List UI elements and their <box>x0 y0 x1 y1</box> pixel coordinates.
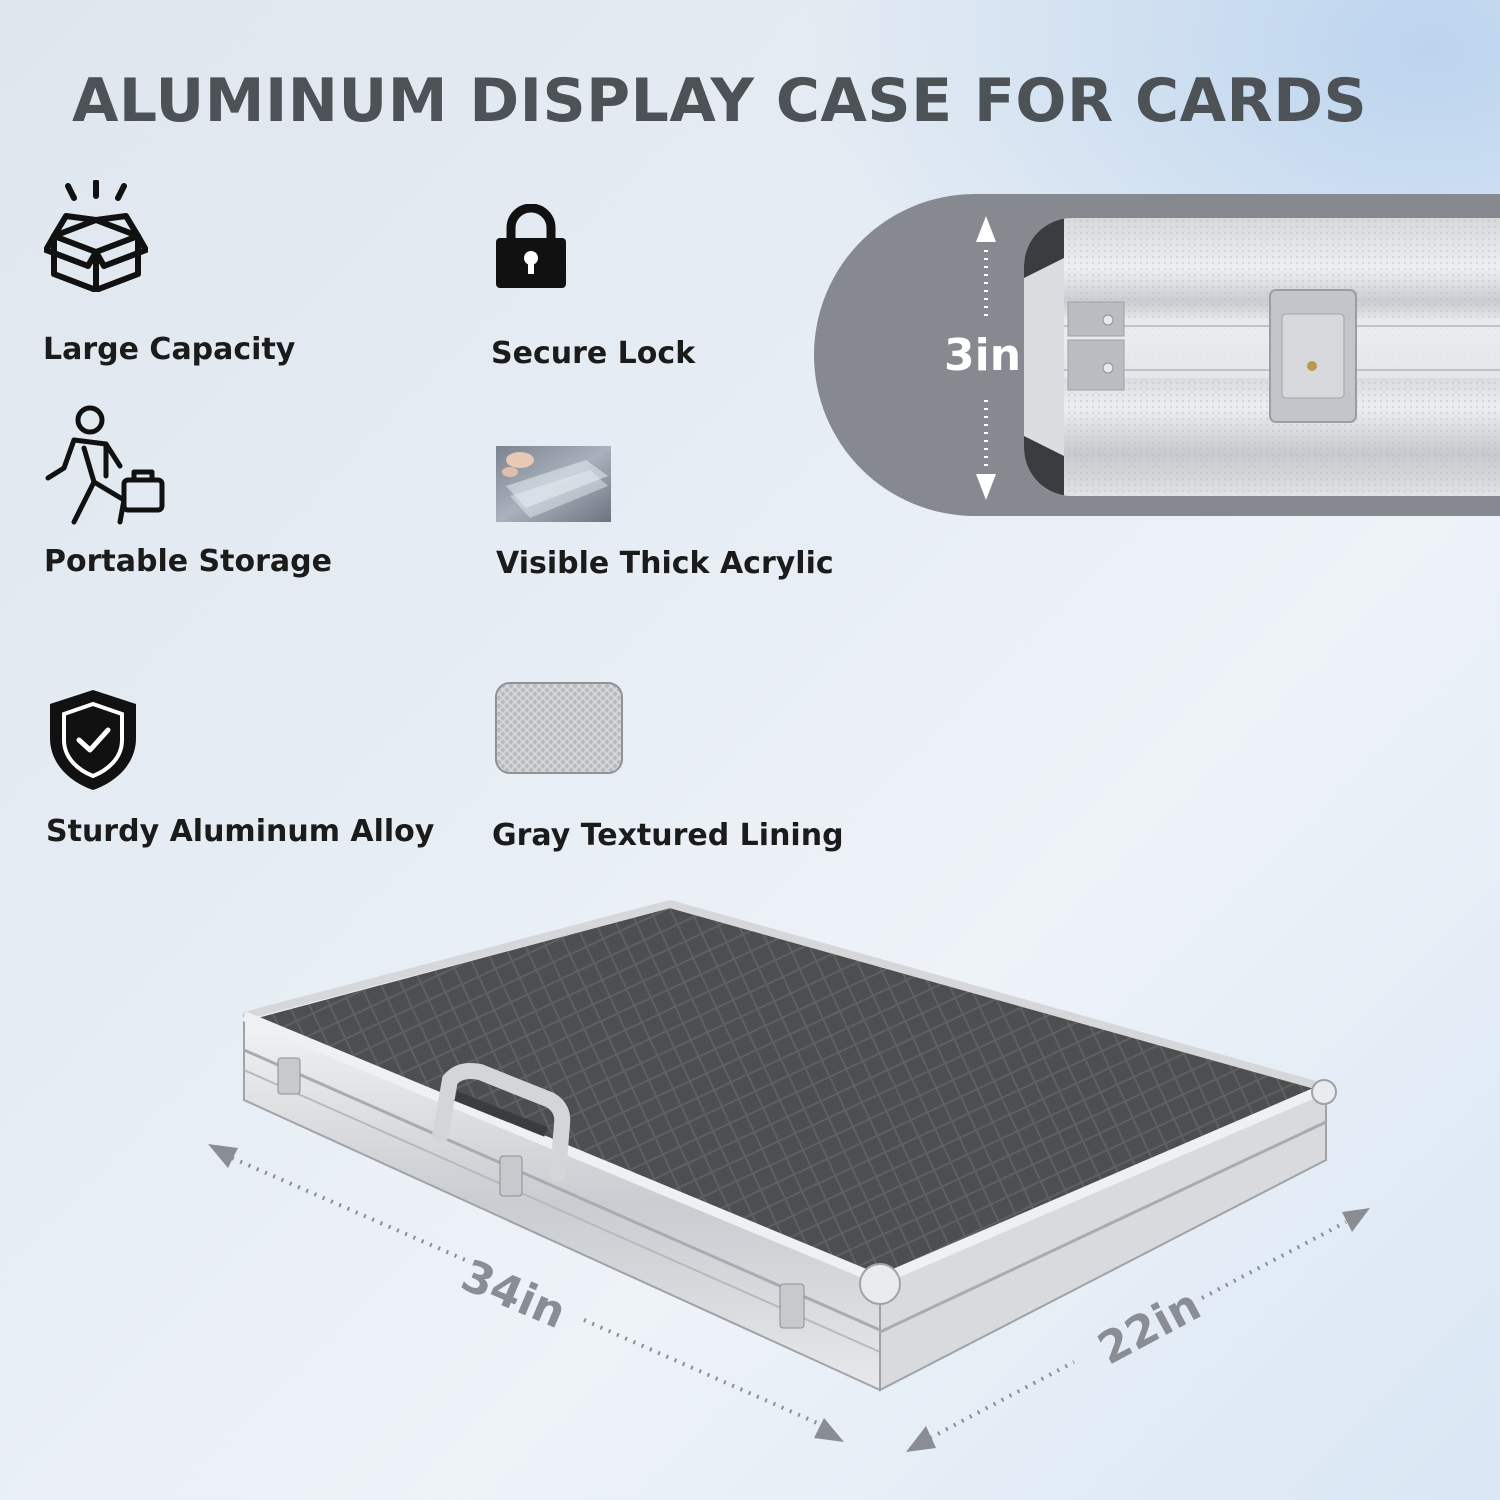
feature-label-visible-thick-acrylic: Visible Thick Acrylic <box>496 546 834 581</box>
height-dimension-label: 3in <box>944 330 1022 381</box>
case-open-illustration <box>230 900 1340 1400</box>
feature-label-large-capacity: Large Capacity <box>43 332 296 367</box>
acrylic-sheet-photo <box>496 446 611 522</box>
page-title: ALUMINUM DISPLAY CASE FOR CARDS <box>72 66 1368 136</box>
feature-label-gray-textured-lining: Gray Textured Lining <box>492 818 844 853</box>
width-arrow-icon <box>906 1204 1372 1456</box>
feature-label-secure-lock: Secure Lock <box>491 336 696 371</box>
person-carrying-case-icon <box>44 404 170 530</box>
height-arrow-icon <box>974 216 998 500</box>
feature-label-sturdy-aluminum-alloy: Sturdy Aluminum Alloy <box>46 814 435 849</box>
shield-check-icon <box>46 688 140 792</box>
case-side-view <box>1024 218 1500 496</box>
textured-lining-swatch <box>495 682 623 774</box>
feature-label-portable-storage: Portable Storage <box>44 544 332 579</box>
length-arrow-icon <box>208 1144 848 1444</box>
padlock-icon <box>494 204 568 288</box>
open-box-icon <box>44 180 148 292</box>
